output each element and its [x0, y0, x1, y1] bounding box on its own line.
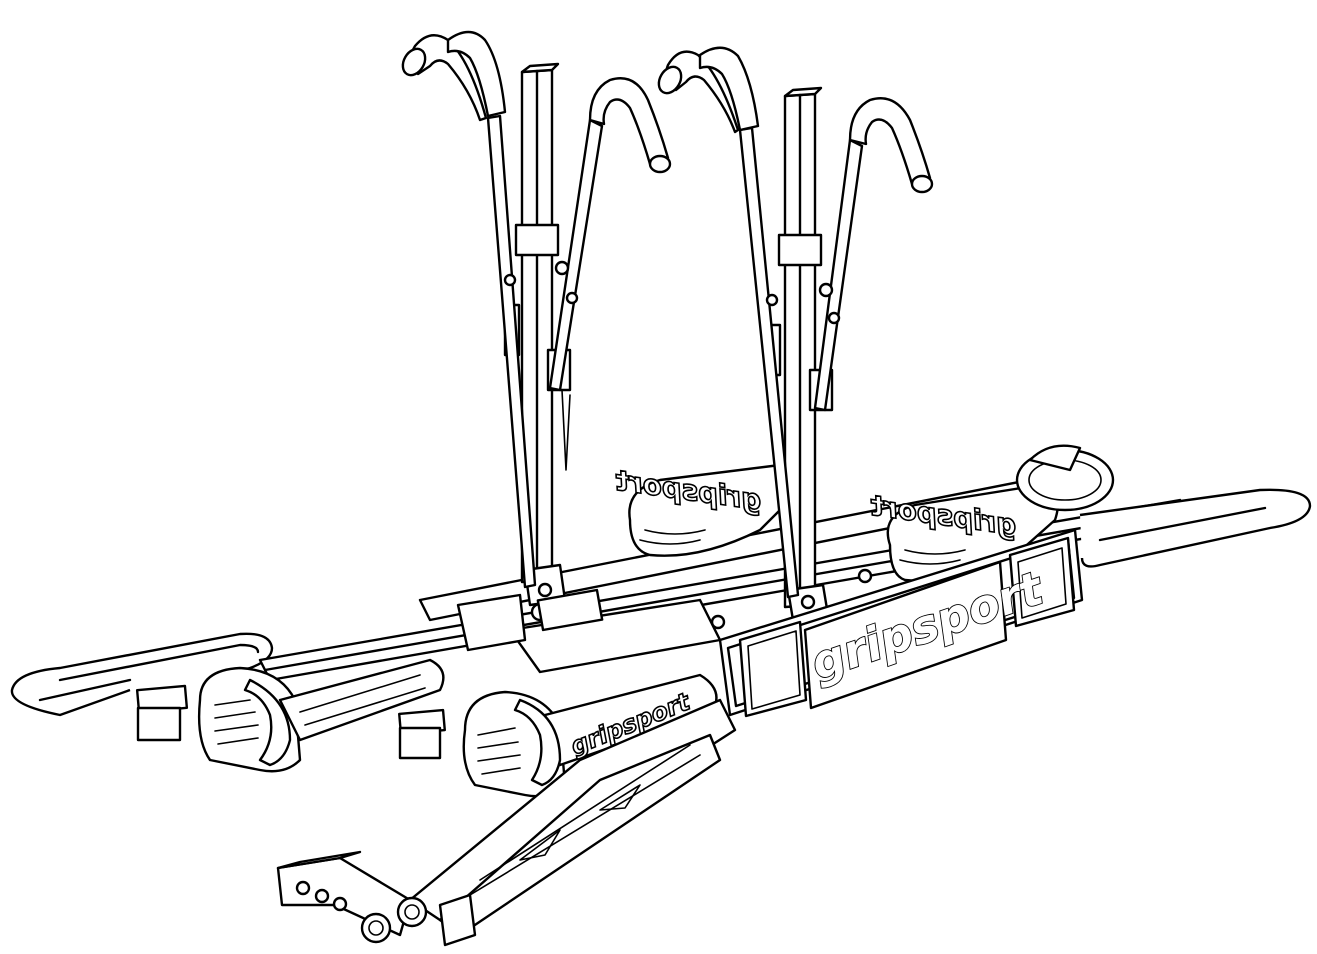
license-plate-area: [803, 560, 1008, 710]
right-outer-arm: [657, 46, 800, 599]
left-wheel-loop: [10, 632, 274, 717]
right-wheel-loop: [1079, 488, 1312, 568]
hitch-arm: [276, 698, 737, 947]
left-outer-arm: [401, 30, 537, 589]
front-left-tray: [135, 658, 445, 773]
hitch-pin-bolt: [360, 912, 392, 944]
center-platform: [456, 588, 722, 674]
left-inner-arm: [548, 77, 672, 392]
right-inner-arm: [813, 97, 934, 412]
hanging-strap: [561, 389, 571, 471]
